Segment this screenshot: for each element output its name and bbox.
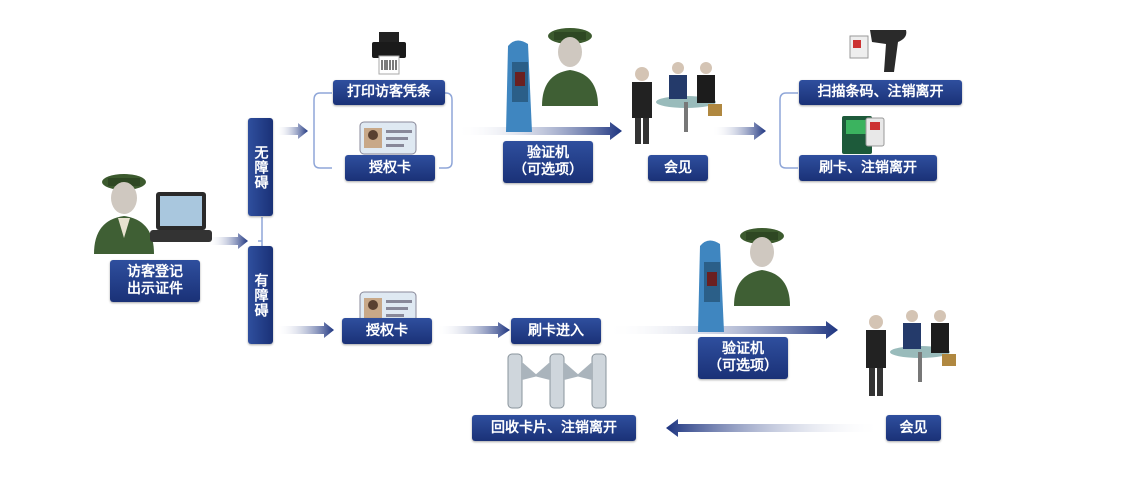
meeting-people-icon: [632, 62, 722, 144]
meet-box-bottom: 会见: [886, 415, 941, 441]
no-barrier-label: 无障碍: [252, 144, 269, 190]
arrow-no-barrier: [276, 123, 308, 139]
arrow-to-recycle: [666, 419, 882, 437]
verify-box-bottom: 验证机 （可选项）: [698, 337, 788, 379]
arrow-to-exit-top: [712, 122, 766, 140]
id-card-icon: [359, 121, 417, 155]
arrow-barrier: [276, 322, 334, 338]
id-card-icon: [359, 291, 417, 325]
scan-exit-box: 扫描条码、注销离开: [799, 80, 962, 105]
verify-box-top: 验证机 （可选项）: [503, 141, 593, 183]
arrow-to-verify-top: [456, 122, 622, 140]
barrier-box: 有障碍: [248, 246, 273, 344]
recycle-exit-box: 回收卡片、注销离开: [472, 415, 636, 441]
verifier-guard-icon: [698, 228, 790, 332]
print-slip-box: 打印访客凭条: [333, 80, 445, 105]
swipe-exit-box: 刷卡、注销离开: [799, 155, 937, 181]
barcode-scanner-icon: [849, 30, 907, 72]
auth-card-box-top: 授权卡: [345, 155, 435, 181]
verifier-guard-icon: [506, 28, 598, 132]
guard-computer-icon: [94, 174, 212, 254]
meeting-people-icon: [866, 310, 956, 396]
register-box: 访客登记 出示证件: [110, 260, 200, 302]
printer-icon: [372, 32, 406, 75]
arrow-to-swipe-enter: [436, 322, 510, 338]
barrier-label: 有障碍: [252, 272, 269, 318]
meet-box-top: 会见: [648, 155, 708, 181]
arrow-register: [208, 233, 248, 249]
swipe-enter-box: 刷卡进入: [511, 318, 601, 344]
card-reader-icon: [842, 116, 885, 154]
turnstile-icon: [507, 353, 607, 409]
auth-card-box-bottom: 授权卡: [342, 318, 432, 344]
no-barrier-box: 无障碍: [248, 118, 273, 216]
